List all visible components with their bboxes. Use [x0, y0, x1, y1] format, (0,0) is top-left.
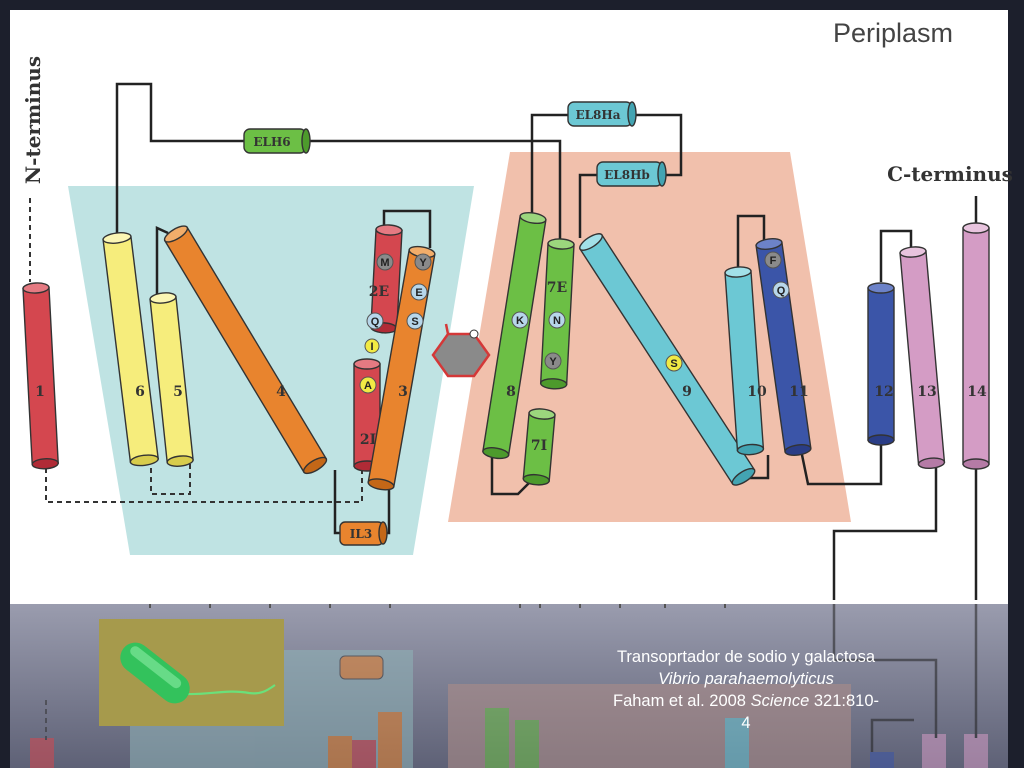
residue-k: K [511, 311, 529, 329]
helix-label-5: 5 [173, 384, 183, 400]
helix-label-2e: 2E [369, 284, 389, 300]
helix-5 [149, 292, 194, 467]
residue-y-h7: Y [544, 352, 562, 370]
svg-text:S: S [411, 316, 418, 328]
svg-text:S: S [670, 358, 677, 370]
residue-n: N [548, 311, 566, 329]
svg-text:Y: Y [419, 257, 427, 269]
n-terminus-label: N-terminus [21, 56, 45, 184]
dashed-connectors [29, 198, 363, 503]
helix-label-4: 4 [276, 384, 286, 400]
loop-label-el8hb: EL8Hb [604, 168, 650, 182]
helix-label-13: 13 [917, 384, 936, 400]
reflection-art [30, 604, 988, 768]
helix-label-7i: 7I [531, 438, 547, 454]
helix-label-11: 11 [789, 384, 808, 400]
residue-a: A [359, 376, 377, 394]
residue-i: I [364, 338, 380, 354]
region-label-periplasm: Periplasm [833, 18, 953, 48]
residue-q-h11: Q [772, 281, 790, 299]
slide-caption: Transoprtador de sodio y galactosa Vibri… [560, 646, 932, 734]
residue-s-h9: S [665, 354, 683, 372]
svg-text:F: F [770, 255, 777, 267]
reflection-ticks [149, 604, 726, 608]
caption-citation-end: 4 [741, 714, 751, 732]
loop-label-elh6: ELH6 [253, 135, 290, 149]
helix-label-8: 8 [506, 384, 516, 400]
svg-text:A: A [364, 380, 372, 392]
helix-label-7e: 7E [547, 280, 567, 296]
helix-label-1: 1 [35, 384, 45, 400]
galactose-substrate [431, 323, 491, 378]
helix-label-9: 9 [682, 384, 692, 400]
caption-title: Transoprtador de sodio y galactosa [616, 648, 876, 666]
loop-elh6 [243, 128, 311, 154]
residue-m: M [376, 253, 394, 271]
residue-s-h3: S [406, 312, 424, 330]
loop-label-el8ha: EL8Ha [575, 108, 620, 122]
helix-label-6: 6 [135, 384, 145, 400]
helix-14 [962, 222, 990, 470]
svg-text:Q: Q [371, 316, 380, 328]
loop-label-il3: IL3 [350, 527, 372, 541]
helix-12 [867, 282, 895, 446]
helix-label-10: 10 [747, 384, 767, 400]
c-terminus-label: C-terminus [887, 162, 1013, 186]
helix-8 [482, 211, 547, 460]
helix-10 [724, 266, 765, 456]
helix-7i [522, 408, 556, 486]
loop-il3 [339, 521, 388, 546]
helix-label-2i: 2I [360, 432, 376, 448]
helix-4 [163, 225, 328, 475]
caption-species: Vibrio parahaemolyticus [658, 670, 834, 688]
residue-q: Q [366, 312, 384, 330]
helix-6 [102, 232, 159, 467]
helix-11 [755, 238, 812, 456]
helix-label-14: 14 [967, 384, 987, 400]
residue-y-h3: Y [414, 253, 432, 271]
residue-f: F [764, 251, 782, 269]
svg-text:I: I [370, 341, 373, 353]
svg-text:Q: Q [777, 285, 786, 297]
helix-label-3: 3 [398, 384, 408, 400]
helix-3 [367, 245, 436, 491]
loop-el8hb [596, 161, 667, 187]
svg-text:Y: Y [549, 356, 557, 368]
helix-1 [22, 282, 59, 470]
residue-e-h3: E [410, 283, 428, 301]
loop-el8ha [567, 101, 637, 127]
svg-text:E: E [415, 287, 422, 299]
bacterium-image [99, 619, 284, 726]
svg-text:M: M [380, 257, 389, 269]
helix-2e [370, 224, 403, 334]
connector-lines [115, 82, 978, 600]
caption-citation: Faham et al. 2008 Science 321:810- [612, 692, 880, 710]
helix-label-12: 12 [874, 384, 893, 400]
helix-13 [899, 246, 946, 470]
svg-text:K: K [516, 315, 524, 327]
svg-text:N: N [553, 315, 561, 327]
